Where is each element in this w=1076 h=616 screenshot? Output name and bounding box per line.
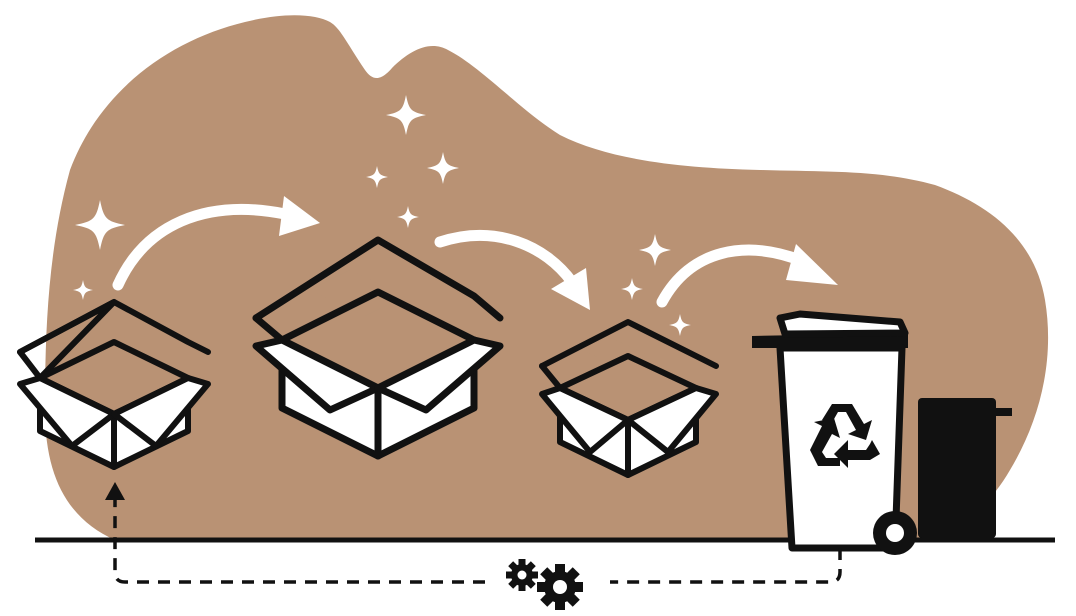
gear-icon bbox=[506, 559, 538, 591]
gear-icon bbox=[537, 564, 583, 610]
